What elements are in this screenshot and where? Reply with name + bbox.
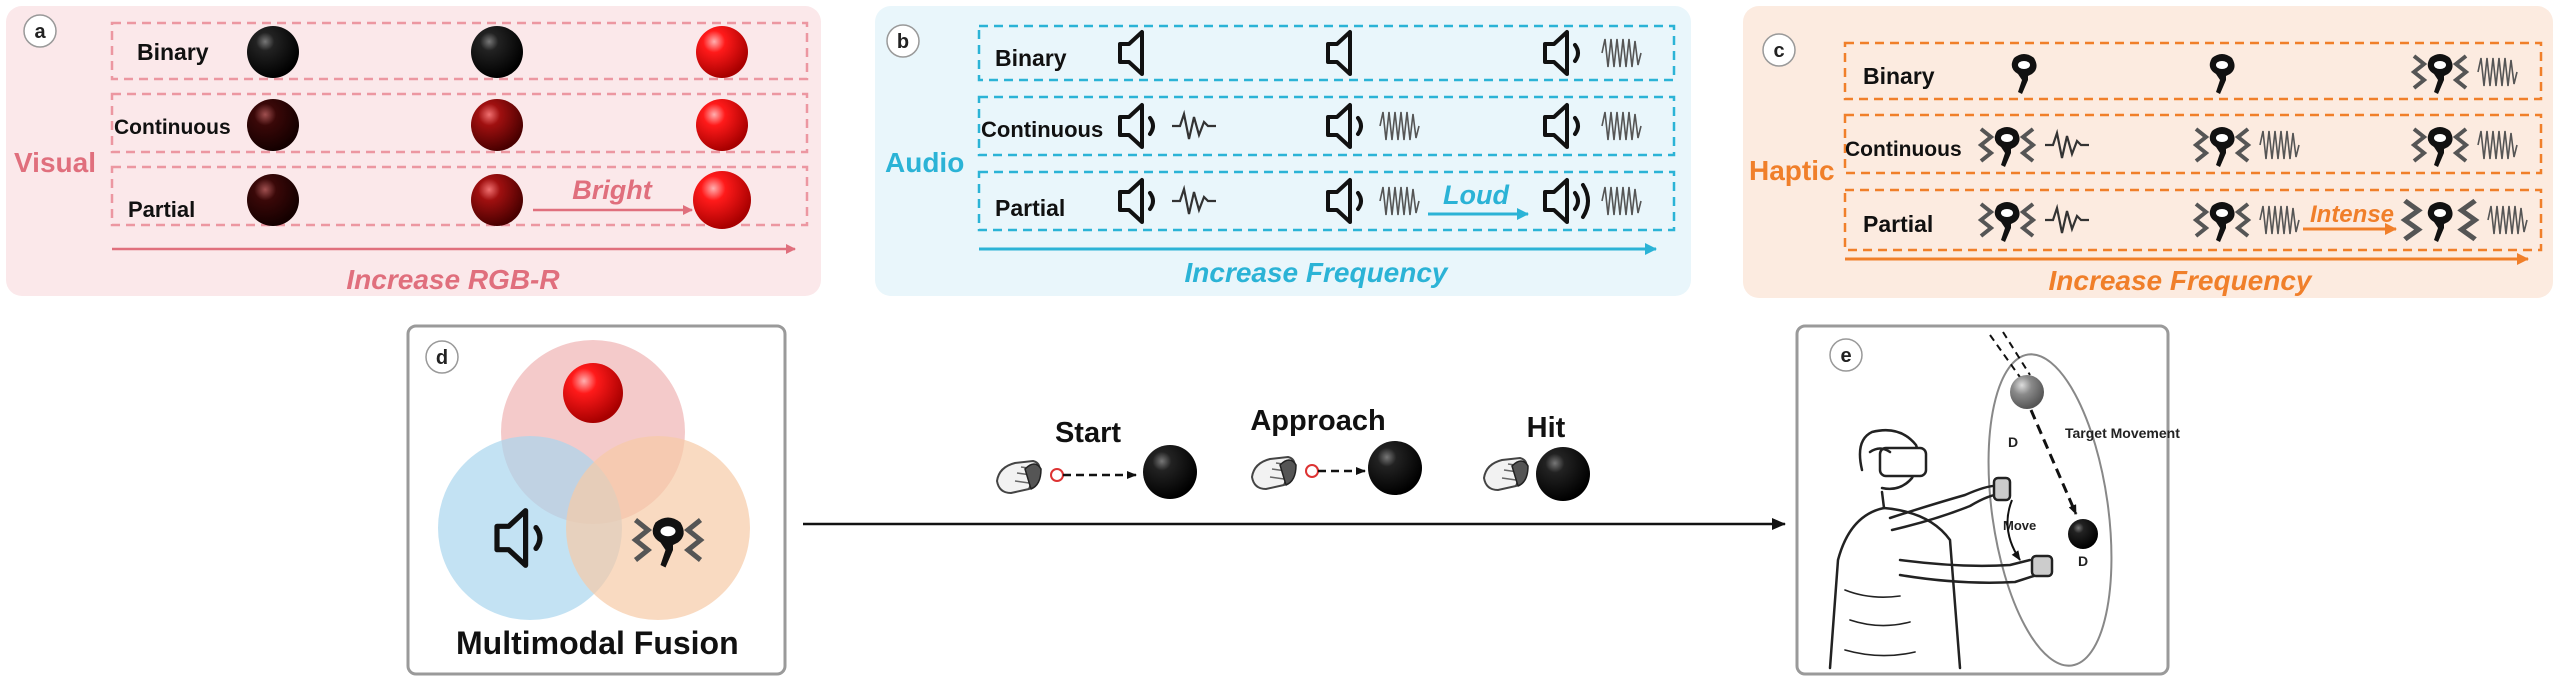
ball-black-icon <box>471 26 523 78</box>
panel-a-title: Visual <box>14 147 96 178</box>
ball-dark-red-icon <box>247 99 299 151</box>
panel-c: c Haptic Binary Continuous Partial Inten… <box>1743 6 2553 298</box>
distance-label: D <box>2078 553 2088 569</box>
panel-c-title: Haptic <box>1749 155 1835 186</box>
row-label-continuous: Continuous <box>114 116 231 139</box>
step-start-label: Start <box>1055 417 1121 449</box>
target-path <box>2029 409 2078 515</box>
row-label-continuous: Continuous <box>1845 138 1962 161</box>
badge-b: b <box>897 31 909 53</box>
ball-black-icon <box>2068 519 2098 549</box>
distance-label: D <box>2008 434 2018 450</box>
ball-red-icon <box>696 26 748 78</box>
row-label-binary: Binary <box>137 39 209 65</box>
audio-circle <box>438 436 622 620</box>
ball-black-icon <box>247 26 299 78</box>
axis-label-frequency: Increase Frequency <box>1184 257 1448 288</box>
move-label: Move <box>2003 518 2036 533</box>
ball-black-icon <box>1368 441 1422 495</box>
ball-red-icon <box>696 99 748 151</box>
row-label-binary: Binary <box>1863 63 1935 89</box>
row-label-binary: Binary <box>995 45 1067 71</box>
row-label-partial: Partial <box>128 197 195 222</box>
ball-bright-red-icon <box>693 171 751 229</box>
step-approach-label: Approach <box>1250 405 1385 437</box>
vr-user-figure <box>1828 428 2054 670</box>
step-hit-label: Hit <box>1527 412 1566 444</box>
panel-b: b Audio Binary Continuous Partial Loud I… <box>875 6 1691 296</box>
row-label-continuous: Continuous <box>981 117 1103 142</box>
ball-grey-icon <box>2010 375 2044 409</box>
intense-label: Intense <box>2310 201 2394 228</box>
ball-red-icon <box>563 363 623 423</box>
badge-a: a <box>34 21 46 43</box>
ball-black-icon <box>1536 447 1590 501</box>
row-label-partial: Partial <box>1863 211 1933 237</box>
bright-label: Bright <box>572 175 652 205</box>
ball-black-icon <box>1143 445 1197 499</box>
badge-e: e <box>1840 345 1851 367</box>
loud-label: Loud <box>1443 180 1509 210</box>
target-movement-label: Target Movement <box>2065 425 2180 441</box>
badge-c: c <box>1773 40 1784 62</box>
panel-e: e Target Movement Move D D <box>1795 324 2180 676</box>
hand-controller-icon <box>1251 456 1297 490</box>
interaction-flow: Start Approach Hit <box>803 405 1786 530</box>
sweep-ellipse <box>1987 353 2113 667</box>
row-label-partial: Partial <box>995 195 1065 221</box>
ball-mid-red-icon <box>471 99 523 151</box>
hand-controller-icon <box>1483 457 1529 491</box>
panel-b-title: Audio <box>885 147 964 178</box>
hand-controller-icon <box>996 460 1042 494</box>
ball-dark-red-icon <box>247 174 299 226</box>
ball-mid-red-icon <box>471 174 523 226</box>
badge-d: d <box>436 347 448 369</box>
panel-d: d Multimodal Fusion <box>406 324 787 676</box>
axis-label-frequency: Increase Frequency <box>2048 265 2312 296</box>
fusion-caption: Multimodal Fusion <box>456 625 739 661</box>
panel-a: a Visual Binary Continuous Partial Brigh… <box>6 6 821 296</box>
axis-label-rgb: Increase RGB-R <box>346 264 560 295</box>
